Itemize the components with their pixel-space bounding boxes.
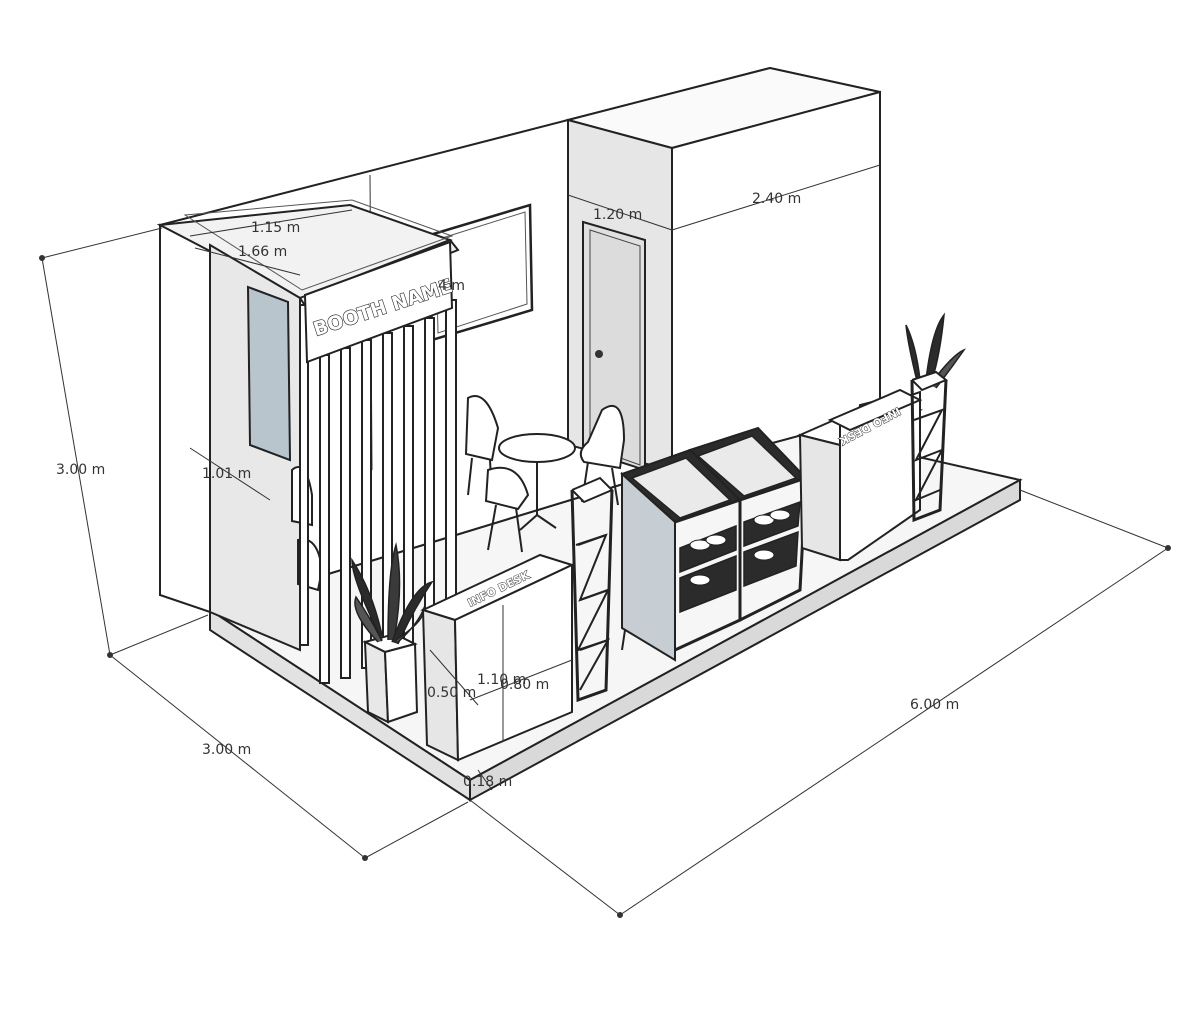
table-chairs (464, 395, 626, 553)
dim-overall-height: 3.00 m (56, 462, 105, 478)
info-desk-front: INFO DESK (420, 553, 575, 762)
dim-header-width-top: 1.15 m (251, 220, 300, 236)
dim-floor-height: 0.18 m (463, 774, 512, 790)
potted-plant (351, 542, 434, 724)
side-window (246, 285, 292, 462)
left-side-wall (156, 199, 454, 652)
dim-overall-length: 6.00 m (910, 697, 959, 713)
dimension-labels: 3.00 m 3.00 m 6.00 m 2.40 m 1.20 m 1.15 … (56, 191, 959, 790)
dim-overall-depth: 3.00 m (202, 742, 251, 758)
dim-desk-width: 1.10 m (477, 672, 526, 688)
dim-storage-width: 2.40 m (752, 191, 801, 207)
display-shelf (620, 426, 808, 662)
brochure-rack-front (570, 476, 614, 703)
storage-door (582, 220, 646, 472)
door-handle-icon (595, 350, 603, 358)
info-desk-back: INFO DESK (796, 388, 924, 562)
dim-desk-height: 0.80 m (500, 677, 549, 693)
dim-header-height: 1.01 m (202, 466, 251, 482)
brochure-rack-back (905, 312, 967, 523)
dim-partial-label: 4 m (438, 278, 465, 294)
dim-storage-depth: 1.20 m (593, 207, 642, 223)
dimension-lines (39, 164, 1171, 918)
storage-room (564, 66, 881, 472)
dim-desk-depth: 0.50 m (427, 685, 476, 701)
dim-header-width-inner: 1.66 m (238, 244, 287, 260)
